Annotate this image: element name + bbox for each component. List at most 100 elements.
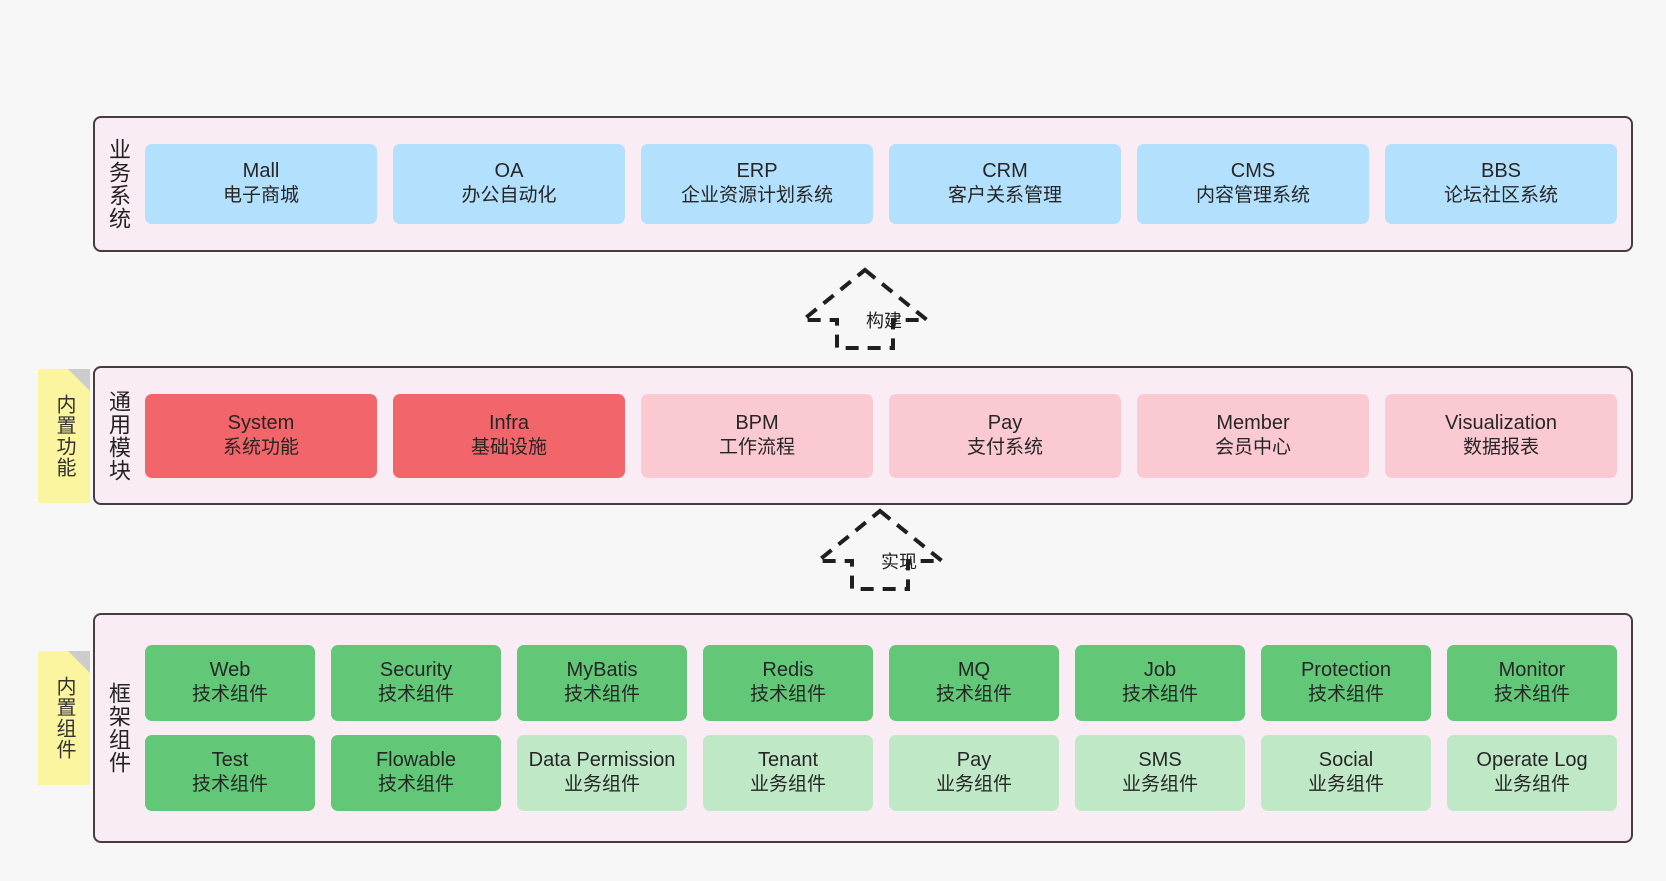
arrow-implement-label: 实现 (881, 552, 917, 572)
card-subtitle: 业务组件 (563, 774, 640, 796)
card-title: OA (494, 160, 524, 183)
arrow-build (790, 264, 940, 352)
card-title: Infra (488, 411, 530, 434)
card-title: Social (1318, 749, 1374, 772)
card-title: Member (1216, 411, 1290, 434)
card-subtitle: 基础设施 (470, 436, 547, 458)
card-subtitle: 工作流程 (718, 436, 795, 458)
card-subtitle: 技术组件 (1493, 684, 1570, 706)
card-subtitle: 电子商城 (222, 185, 299, 207)
card-title: Pay (987, 411, 1023, 434)
card-title: Visualization (1445, 411, 1557, 434)
card-title: MyBatis (566, 659, 638, 682)
card-title: CRM (982, 160, 1028, 183)
card-title: Security (379, 659, 453, 682)
card-subtitle: 技术组件 (191, 774, 268, 796)
card-subtitle: 技术组件 (1121, 684, 1198, 706)
card-subtitle: 业务组件 (749, 774, 826, 796)
card-subtitle: 支付系统 (966, 436, 1043, 458)
card-title: Flowable (375, 749, 457, 772)
card-title: Test (211, 749, 249, 772)
card-subtitle: 数据报表 (1462, 436, 1539, 458)
card-subtitle: 系统功能 (222, 436, 299, 458)
card-title: System (227, 411, 295, 434)
arrow-build-label: 构建 (866, 311, 902, 331)
card-subtitle: 技术组件 (377, 774, 454, 796)
card-title: MQ (957, 659, 991, 682)
arrow-implement-glyph (812, 508, 948, 591)
card-title: SMS (1138, 749, 1182, 772)
card-subtitle: 企业资源计划系统 (680, 185, 833, 207)
layer-common-modules-label: 通用模块 (105, 389, 131, 482)
card-title: BPM (735, 411, 779, 434)
card-title: Web (209, 659, 251, 682)
layer-framework-components-label: 框架组件 (105, 682, 131, 774)
card-subtitle: 内容管理系统 (1195, 185, 1310, 207)
card-title: Tenant (757, 749, 819, 772)
arrow-build-glyph (797, 267, 933, 350)
card-subtitle: 技术组件 (377, 684, 454, 706)
layer-business-system-label: 业务系统 (105, 138, 131, 230)
card-title: BBS (1480, 160, 1522, 183)
card-subtitle: 办公自动化 (461, 185, 557, 207)
card-title: Redis (762, 659, 814, 682)
card-subtitle: 会员中心 (1214, 436, 1291, 458)
card-subtitle: 技术组件 (563, 684, 640, 706)
arrow-implement (805, 505, 955, 593)
card-title: ERP (736, 160, 778, 183)
card-title: Mall (242, 160, 280, 183)
card-title: Monitor (1498, 659, 1566, 682)
card-subtitle: 技术组件 (1307, 684, 1384, 706)
card-subtitle: 论坛社区系统 (1443, 185, 1558, 207)
card-title: Protection (1300, 659, 1392, 682)
card-subtitle: 业务组件 (1121, 774, 1198, 796)
card-subtitle: 技术组件 (191, 684, 268, 706)
card-subtitle: 技术组件 (935, 684, 1012, 706)
card-title: Pay (956, 749, 992, 772)
card-subtitle: 业务组件 (935, 774, 1012, 796)
card-title: Job (1143, 659, 1177, 682)
card-subtitle: 业务组件 (1307, 774, 1384, 796)
card-title: Operate Log (1476, 749, 1588, 772)
card-subtitle: 技术组件 (749, 684, 826, 706)
